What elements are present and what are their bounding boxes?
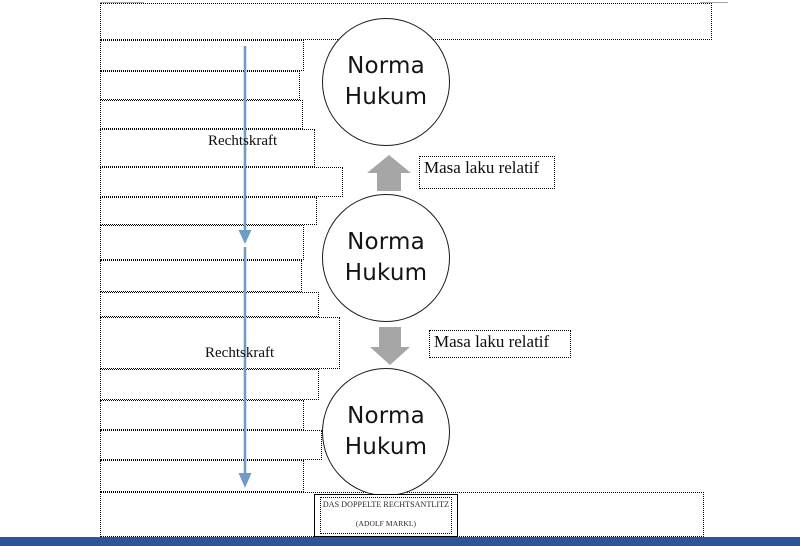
content-placeholder-14[interactable] — [100, 430, 322, 460]
caption-rechtskraft-bottom: Rechtskraft — [205, 345, 275, 361]
node-norma-hukum-1[interactable]: Norma Hukum — [322, 18, 450, 146]
content-placeholder-10[interactable] — [100, 292, 319, 317]
label-text: Masa laku relatif — [424, 158, 540, 177]
node-norma-hukum-2[interactable]: Norma Hukum — [322, 194, 450, 322]
node-label-line1: Norma — [347, 403, 425, 430]
node-label-line1: Norma — [347, 53, 425, 80]
citation-inner-box[interactable]: DAS DOPPELTE RECHTSANTLITZ (ADOLF MARKL) — [320, 497, 452, 534]
node-norma-hukum-3[interactable]: Norma Hukum — [322, 368, 450, 496]
node-label-line2: Hukum — [344, 260, 428, 286]
content-placeholder-12[interactable] — [100, 369, 319, 400]
content-placeholder-7[interactable] — [100, 197, 317, 225]
node-label-line1: Norma — [347, 229, 425, 256]
content-placeholder-11[interactable] — [100, 317, 340, 369]
footer-band — [0, 537, 800, 546]
label-masa-laku-relatif-top[interactable]: Masa laku relatif — [419, 156, 555, 189]
content-placeholder-3[interactable] — [100, 71, 300, 100]
block-arrow-up-icon — [367, 155, 411, 191]
node-label-line2: Hukum — [344, 84, 428, 110]
blue-connector-arrow-top — [238, 46, 252, 244]
citation-author: (ADOLF MARKL) — [355, 519, 417, 528]
citation-title: DAS DOPPELTE RECHTSANTLITZ — [322, 500, 450, 509]
content-placeholder-6[interactable] — [100, 167, 343, 197]
node-label-line2: Hukum — [344, 434, 428, 460]
content-placeholder-13[interactable] — [100, 400, 304, 430]
label-text: Masa laku relatif — [434, 332, 550, 351]
content-placeholder-2[interactable] — [100, 40, 304, 71]
content-placeholder-9[interactable] — [100, 260, 302, 292]
content-placeholder-5[interactable] — [100, 129, 315, 167]
citation-outer-box[interactable] — [314, 494, 458, 537]
content-placeholder-15[interactable] — [100, 460, 304, 492]
label-masa-laku-relatif-bottom[interactable]: Masa laku relatif — [429, 330, 571, 358]
block-arrow-down-icon — [370, 327, 410, 365]
blue-connector-arrow-bottom — [238, 247, 252, 488]
top-rule-left — [100, 2, 144, 3]
content-placeholder-4[interactable] — [100, 100, 303, 129]
content-placeholder-8[interactable] — [100, 225, 304, 260]
caption-rechtskraft-top: Rechtskraft — [208, 133, 278, 149]
top-rule-right — [700, 2, 728, 3]
